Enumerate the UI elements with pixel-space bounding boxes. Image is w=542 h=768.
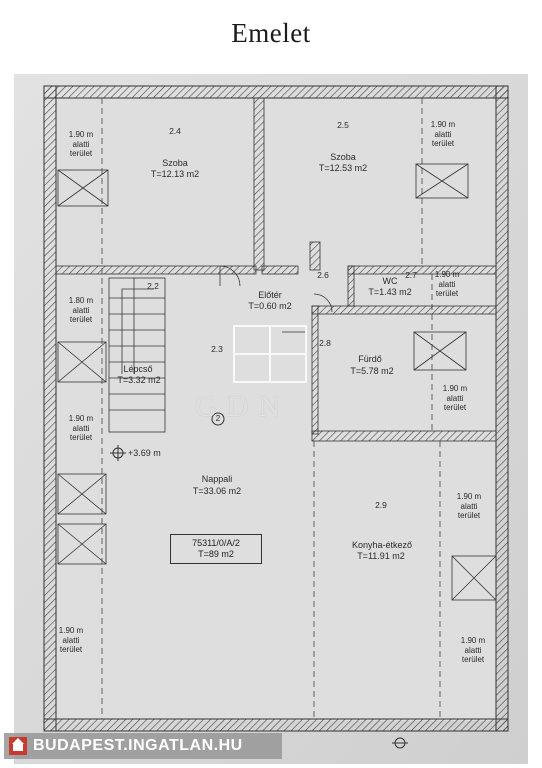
room-area: T=11.91 m2 [357, 551, 405, 561]
room-name: Fürdő [358, 354, 382, 364]
watermark-text: GDN [195, 390, 290, 423]
room-number: 2.9 [375, 500, 387, 510]
footer-banner[interactable]: BUDAPEST.INGATLAN.HU [4, 733, 282, 759]
room-name: Szoba [162, 158, 188, 168]
low-ceiling-note: 1.90 m alatti terület [58, 626, 84, 654]
level-mark: +3.69 m [128, 448, 161, 458]
room-area: T=0.60 m2 [248, 301, 292, 311]
floor-plan-photo: 2.4 Szoba T=12.13 m2 2.5 Szoba T=12.53 m… [14, 74, 528, 764]
room-number: 2.6 [317, 270, 329, 280]
room-number: 2.8 [319, 338, 331, 348]
parcel-box: 75311/0/A/2 T=89 m2 [170, 534, 262, 564]
inner-walls [55, 97, 497, 442]
doors [219, 265, 333, 333]
room-name: Konyha-étkező [351, 540, 413, 550]
room-number: 2.3 [211, 344, 223, 354]
stairs [108, 277, 166, 433]
room-number: 2.7 [405, 270, 417, 280]
room-name: WC [382, 276, 398, 286]
room-number: 2.4 [169, 126, 181, 136]
low-ceiling-note: 1.90 m alatti terület [434, 270, 460, 298]
room-name: Nappali [201, 474, 233, 484]
room-area: T=12.13 m2 [150, 169, 200, 179]
low-ceiling-note: 1.90 m alatti terület [456, 492, 482, 520]
house-icon [9, 737, 27, 755]
level-marker [110, 412, 408, 749]
low-ceiling-note: 1.80 m alatti terület [68, 296, 94, 324]
room-name: Lépcső [123, 364, 153, 374]
page-title: Emelet [231, 18, 311, 48]
room-number: 2.5 [337, 120, 349, 130]
circle-mark: 2 [215, 414, 221, 423]
low-ceiling-note: 1.90 m alatti terület [442, 384, 468, 412]
watermark-logo [233, 325, 307, 383]
outer-walls [43, 85, 509, 732]
room-area: T=12.53 m2 [318, 163, 368, 173]
low-ceiling-note: 1.90 m alatti terület [68, 130, 94, 158]
room-area: T=3.32 m2 [117, 375, 161, 385]
room-name: Előtér [258, 290, 282, 300]
skylights [57, 163, 497, 601]
room-area: T=5.78 m2 [350, 366, 394, 376]
low-ceiling-note: 1.90 m alatti terület [430, 120, 456, 148]
low-ceiling-note: 1.90 m alatti terület [68, 414, 94, 442]
room-number: 2.2 [147, 281, 159, 291]
room-area: T=33.06 m2 [192, 486, 242, 496]
room-area: T=1.43 m2 [368, 287, 412, 297]
floor-plan-drawing [14, 74, 528, 764]
site-name: BUDAPEST.INGATLAN.HU [33, 737, 243, 754]
low-ceiling-note: 1.90 m alatti terület [460, 636, 486, 664]
room-name: Szoba [330, 152, 356, 162]
